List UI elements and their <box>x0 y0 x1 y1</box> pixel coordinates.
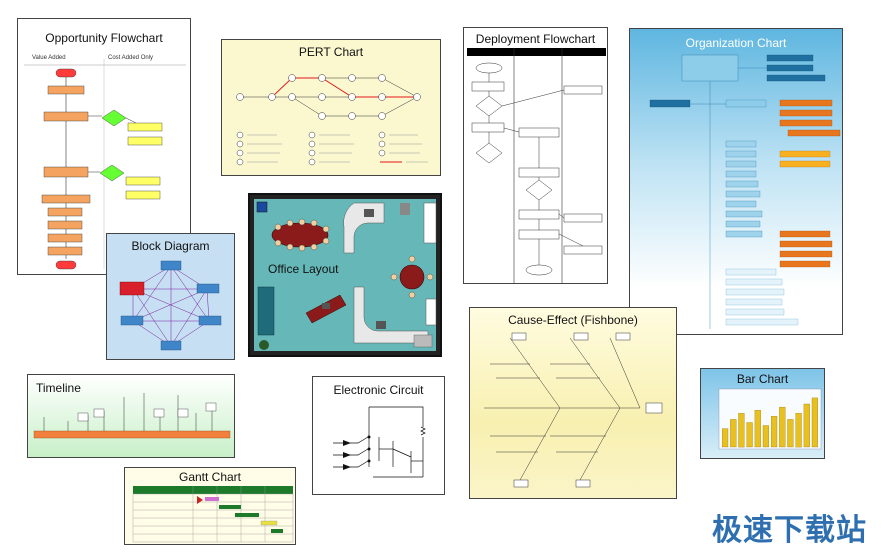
block-drawing <box>119 260 222 351</box>
organization-title: Organization Chart <box>685 36 787 50</box>
opportunity-title: Opportunity Flowchart <box>45 31 163 45</box>
thumb-office-layout[interactable]: Office Layout <box>248 193 442 357</box>
bar <box>762 425 769 448</box>
gantt-title: Gantt Chart <box>178 470 242 484</box>
bar <box>811 397 818 448</box>
bar-plot <box>718 388 822 450</box>
bar <box>787 419 794 448</box>
office-drawing <box>254 199 437 351</box>
timeline-title: Timeline <box>36 381 81 395</box>
bar <box>771 416 778 448</box>
thumb-pert-chart[interactable]: PERT Chart <box>221 39 441 176</box>
thumb-block-diagram[interactable]: Block Diagram <box>106 233 235 360</box>
watermark-logo: 极速下载站 <box>712 513 867 548</box>
deployment-title: Deployment Flowchart <box>475 32 596 46</box>
block-title: Block Diagram <box>131 239 210 253</box>
fishbone-title: Cause-Effect (Fishbone) <box>508 313 638 327</box>
opportunity-col1-label: Value Added <box>32 55 66 61</box>
bar <box>779 406 786 448</box>
thumb-bar-chart[interactable]: Bar Chart <box>700 368 825 459</box>
gantt-drawing <box>132 486 294 543</box>
pert-drawing <box>236 74 428 166</box>
organization-drawing <box>649 54 841 329</box>
thumb-gantt-chart[interactable]: Gantt Chart <box>124 467 296 545</box>
bar <box>795 413 802 448</box>
thumb-electronic-circuit[interactable]: Electronic Circuit <box>312 376 445 495</box>
bar <box>730 419 737 448</box>
pert-title: PERT Chart <box>298 45 364 59</box>
circuit-drawing <box>333 406 426 478</box>
bar <box>754 410 761 448</box>
opportunity-col2-label: Cost Added Only <box>108 55 154 61</box>
thumb-organization-chart[interactable]: Organization Chart <box>629 28 843 335</box>
opportunity-drawing <box>24 59 186 270</box>
bar-title: Bar Chart <box>736 372 789 386</box>
thumb-opportunity-flowchart[interactable]: Opportunity Flowchart Value Added Cost A… <box>17 18 191 275</box>
thumb-fishbone[interactable]: Cause-Effect (Fishbone) <box>469 307 677 499</box>
bar <box>738 413 745 448</box>
bar <box>722 428 729 448</box>
circuit-title: Electronic Circuit <box>333 383 424 397</box>
deployment-drawing <box>467 48 606 283</box>
timeline-drawing <box>33 393 231 439</box>
thumb-timeline[interactable]: Timeline <box>27 374 235 458</box>
fishbone-drawing <box>484 332 663 488</box>
thumb-deployment-flowchart[interactable]: Deployment Flowchart <box>463 27 608 284</box>
bar <box>746 422 753 448</box>
bar <box>803 403 810 448</box>
office-title: Office Layout <box>268 262 339 276</box>
